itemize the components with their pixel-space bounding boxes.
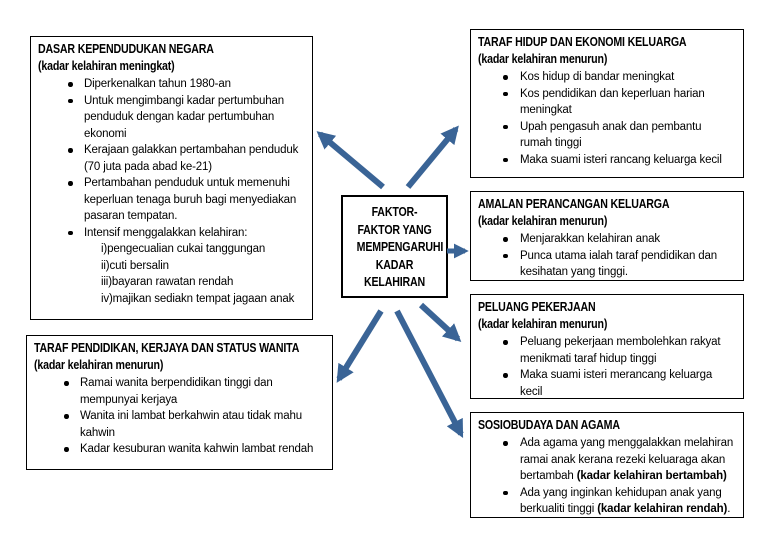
bullet-item: Pertambahan penduduk untuk memenuhi kepe… <box>38 175 305 225</box>
box-amalan-perancangan-keluarga: AMALAN PERANCANGAN KELUARGA (kadar kelah… <box>470 191 744 281</box>
box-peluang-pekerjaan: PELUANG PEKERJAAN (kadar kelahiran menur… <box>470 294 744 399</box>
box-taraf-hidup-ekonomi-keluarga: TARAF HIDUP DAN EKONOMI KELUARGA (kadar … <box>470 29 744 178</box>
box-taraf-pendidikan-kerjaya-status-wanita: TARAF PENDIDIKAN, KERJAYA DAN STATUS WAN… <box>26 335 333 470</box>
box-sosiobudaya-dan-agama: SOSIOBUDAYA DAN AGAMA Ada agama yang men… <box>470 412 744 518</box>
arrow-center-to-taraf-hidup <box>405 125 459 189</box>
bullet-list: Ramai wanita berpendidikan tinggi dan me… <box>34 375 325 458</box>
box-dasar-kependudukan-negara: DASAR KEPENDUDUKAN NEGARA (kadar kelahir… <box>30 36 313 320</box>
bullet-item: Ramai wanita berpendidikan tinggi dan me… <box>34 375 325 408</box>
bullet-item: Maka suami isteri rancang keluarga kecil <box>478 152 736 169</box>
box-subtitle: (kadar kelahiran menurun) <box>478 52 608 66</box>
bullet-item: Punca utama ialah taraf pendidikan dan k… <box>478 248 736 281</box>
sub-item: iii)bayaran rawatan rendah <box>101 276 234 288</box>
box-title: DASAR KEPENDUDUKAN NEGARA <box>38 42 214 56</box>
arrow-center-to-taraf-pendidikan <box>336 309 384 383</box>
bullet-item: Untuk mengimbangi kadar pertumbuhan pend… <box>38 93 305 143</box>
central-topic-line: FAKTOR YANG <box>357 222 432 237</box>
bullet-item: Intensif menggalakkan kelahiran:i)pengec… <box>38 225 305 308</box>
box-title: SOSIOBUDAYA DAN AGAMA <box>478 418 620 432</box>
bullet-item: Kerajaan galakkan pertambahan penduduk (… <box>38 142 305 175</box>
sub-item: i)pengecualian cukai tanggungan <box>101 243 266 255</box>
central-topic-line: KELAHIRAN <box>363 275 426 289</box>
box-central-topic: FAKTOR- FAKTOR YANG MEMPENGARUHI KADAR K… <box>341 195 448 298</box>
arrow-center-to-sosiobudaya <box>394 309 464 438</box>
central-topic-line: FAKTOR- <box>371 205 418 219</box>
bullet-item: Ada agama yang menggalakkan melahiran ra… <box>478 435 736 485</box>
bullet-item: Wanita ini lambat berkahwin atau tidak m… <box>34 408 325 441</box>
arrow-center-to-dasar-kependudukan <box>316 131 385 190</box>
sub-item: ii)cuti bersalin <box>101 259 169 272</box>
box-subtitle: (kadar kelahiran menurun) <box>34 358 164 372</box>
bullet-item: Kadar kesuburan wanita kahwin lambat ren… <box>34 441 325 458</box>
box-subtitle: (kadar kelahiran meningkat) <box>38 59 175 73</box>
box-subtitle: (kadar kelahiran menurun) <box>478 317 608 331</box>
arrow-center-to-peluang-pekerjaan <box>418 302 462 343</box>
bullet-item: Upah pengasuh anak dan pembantu rumah ti… <box>478 119 736 152</box>
bullet-item: Diperkenalkan tahun 1980-an <box>38 76 305 93</box>
central-topic-line: KADAR <box>375 257 414 272</box>
box-subtitle: (kadar kelahiran menurun) <box>478 214 608 228</box>
box-title: TARAF PENDIDIKAN, KERJAYA DAN STATUS WAN… <box>34 341 300 355</box>
box-title: PELUANG PEKERJAAN <box>478 300 596 314</box>
bullet-item: Maka suami isteri merancang keluarga kec… <box>478 367 736 400</box>
sub-item: iv)majikan sediakn tempat jagaan anak <box>101 292 295 305</box>
box-title: AMALAN PERANCANGAN KELUARGA <box>478 197 670 211</box>
bullet-item: Kos hidup di bandar meningkat <box>478 69 736 86</box>
bullet-item: Peluang pekerjaan membolehkan rakyat men… <box>478 334 736 367</box>
bullet-list: Ada agama yang menggalakkan melahiran ra… <box>478 435 736 518</box>
box-title: TARAF HIDUP DAN EKONOMI KELUARGA <box>478 35 687 49</box>
bullet-item: Ada yang inginkan kehidupan anak yang be… <box>478 485 736 518</box>
central-topic-line: MEMPENGARUHI <box>356 240 444 254</box>
bullet-item: Kos pendidikan dan keperluan harian meni… <box>478 86 736 119</box>
bullet-item: Menjarakkan kelahiran anak <box>478 231 736 248</box>
bullet-list: Peluang pekerjaan membolehkan rakyat men… <box>478 334 736 400</box>
